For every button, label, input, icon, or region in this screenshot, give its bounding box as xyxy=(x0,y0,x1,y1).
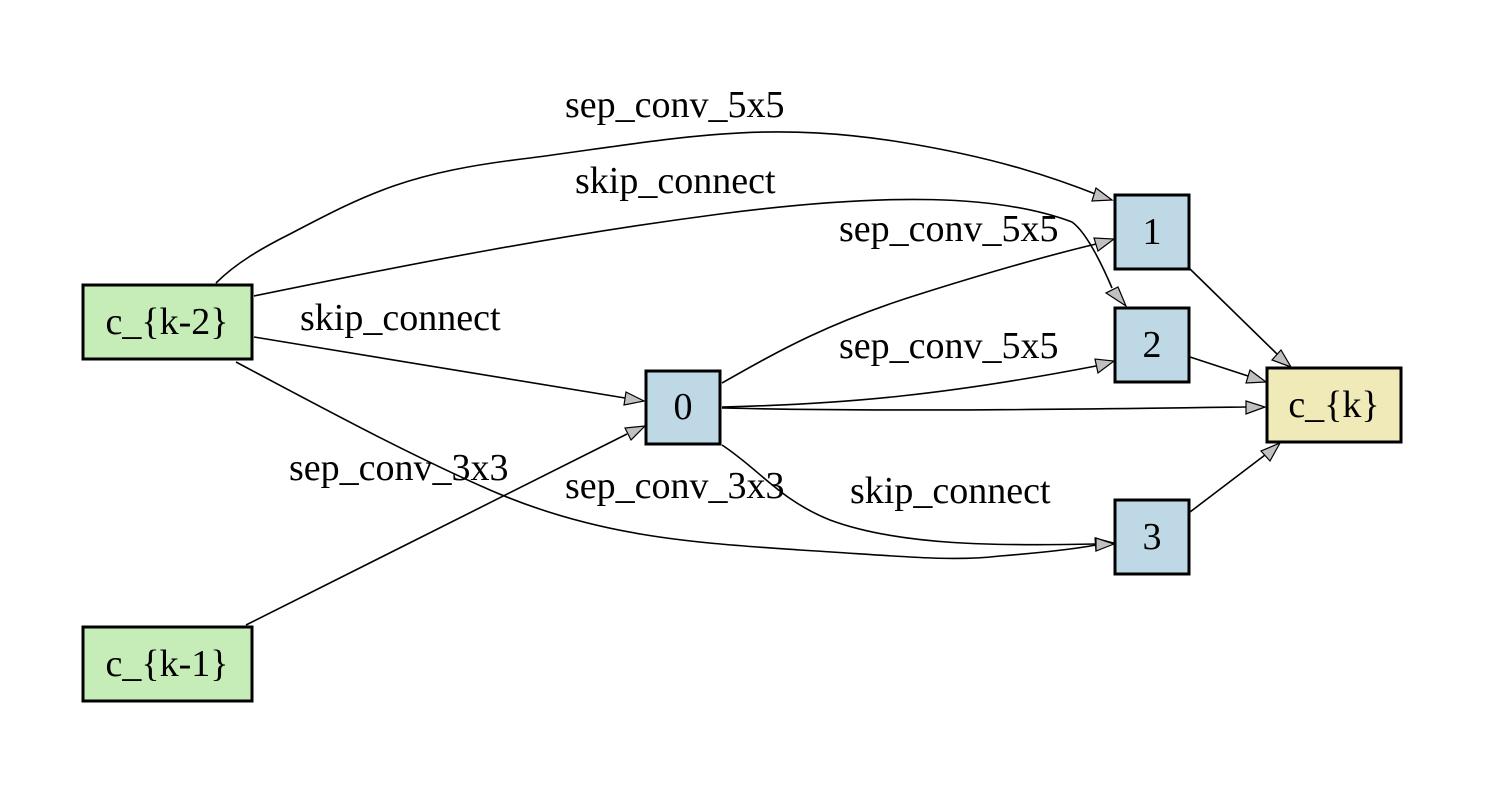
edge-label-0-to-3: skip_connect xyxy=(850,470,1051,512)
edge-label-ck2-to-2: skip_connect xyxy=(575,160,776,202)
node-0: 0 xyxy=(644,369,722,446)
node-box xyxy=(1113,306,1191,384)
node-c-k: c_{k} xyxy=(1265,366,1403,444)
edge-label-ck2-to-1: sep_conv_5x5 xyxy=(565,84,785,126)
node-box xyxy=(644,369,722,446)
edge-ck1-to-0 xyxy=(245,425,647,626)
node-2: 2 xyxy=(1113,306,1191,384)
node-c-k-1: c_{k-1} xyxy=(81,625,254,703)
arrowhead xyxy=(1245,400,1267,415)
arrowhead xyxy=(1104,286,1128,308)
edge-label-ck1-to-0: sep_conv_3x3 xyxy=(289,447,509,489)
edge-0-to-2 xyxy=(721,358,1116,408)
arrowhead xyxy=(623,391,646,406)
node-label: c_{k-2} xyxy=(106,301,229,343)
node-label: 1 xyxy=(1143,211,1162,253)
node-box xyxy=(1113,498,1191,576)
arrowhead xyxy=(624,425,647,442)
arrowhead xyxy=(1094,358,1116,375)
edge-ck2-to-1 xyxy=(215,131,1114,284)
node-label: 0 xyxy=(674,386,693,428)
node-1: 1 xyxy=(1113,193,1191,271)
arrowhead xyxy=(1270,348,1293,369)
edge-1-to-ck xyxy=(1188,267,1293,369)
edge-labels: sep_conv_5x5 skip_connect skip_connect s… xyxy=(289,84,1059,512)
node-label: c_{k} xyxy=(1288,384,1379,426)
edges xyxy=(215,131,1293,626)
arrowhead xyxy=(1259,441,1282,463)
edge-ck2-to-0 xyxy=(253,336,646,406)
edge-3-to-ck xyxy=(1189,441,1282,513)
edge-label-0-to-1: sep_conv_5x5 xyxy=(839,208,1059,250)
edge-ck2-to-2 xyxy=(253,198,1128,308)
arrowhead xyxy=(1095,537,1116,552)
edge-0-to-3 xyxy=(721,444,1116,552)
edge-label-0-to-2: sep_conv_5x5 xyxy=(839,325,1059,367)
node-box xyxy=(81,625,254,703)
node-label: 2 xyxy=(1143,324,1162,366)
node-3: 3 xyxy=(1113,498,1191,576)
node-box xyxy=(81,283,254,361)
edge-label-ck2-to-3: sep_conv_3x3 xyxy=(565,465,785,507)
edge-0-to-1 xyxy=(721,237,1116,384)
nodes: c_{k-2} c_{k-1} 0 1 2 3 c_{k} xyxy=(81,193,1403,703)
node-c-k-2: c_{k-2} xyxy=(81,283,254,361)
node-box xyxy=(1113,193,1191,271)
arrowhead xyxy=(1093,237,1116,252)
arrowhead xyxy=(1091,187,1114,202)
edge-2-to-ck xyxy=(1189,356,1268,384)
node-label: 3 xyxy=(1143,516,1162,558)
edge-label-ck2-to-0: skip_connect xyxy=(300,297,501,339)
node-label: c_{k-1} xyxy=(106,643,229,685)
node-box xyxy=(1265,366,1403,444)
arrowhead xyxy=(1245,369,1268,384)
edge-0-to-ck xyxy=(721,400,1267,415)
